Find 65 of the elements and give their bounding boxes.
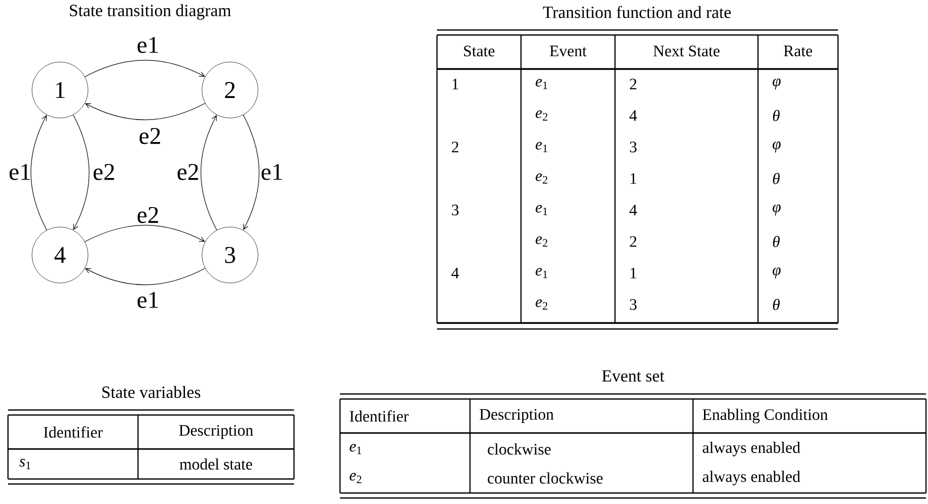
edge-label: e2 — [140, 128, 160, 144]
column-header: Rate — [784, 46, 812, 56]
table-cell: e$_{1}$ — [350, 444, 362, 454]
arrow — [200, 114, 218, 230]
column-header: Description — [179, 425, 254, 439]
arrow — [84, 60, 206, 78]
column-header: Identifier — [44, 426, 103, 438]
arrow — [72, 114, 90, 230]
table-cell: θ — [773, 172, 780, 184]
edge-label: e1 — [10, 164, 30, 180]
edge-label: e1 — [138, 292, 158, 308]
column-header: Description — [480, 409, 554, 423]
table-cell: 4 — [452, 268, 459, 278]
column-header: Next State — [653, 46, 720, 56]
table-cell: 3 — [452, 204, 459, 216]
arrow — [84, 224, 206, 242]
table-cell: e$_{1}$ — [536, 142, 548, 152]
arrow — [30, 114, 48, 230]
table-cell: 1 — [452, 78, 458, 90]
table-cell: 4 — [630, 110, 637, 121]
table-cell: φ — [772, 268, 781, 278]
table-cell: θ — [773, 298, 780, 310]
table-cell: 2 — [452, 142, 458, 152]
table-cell: always enabled — [702, 470, 800, 486]
column-header: Identifier — [350, 410, 409, 422]
table-cell: 2 — [630, 78, 636, 90]
table-cell: e$_{2}$ — [536, 110, 548, 121]
table-cell: φ — [772, 78, 781, 90]
table-cell: θ — [773, 236, 780, 248]
table-title: Transition function and rate — [542, 6, 731, 18]
table-cell: φ — [772, 204, 781, 216]
edge-label: e1 — [262, 164, 282, 180]
table-cell: 1 — [630, 268, 636, 278]
table-cell: e$_{2}$ — [536, 299, 548, 310]
table-cell: e$_{1}$ — [536, 78, 548, 90]
arrow — [242, 114, 260, 230]
edge-label: e2 — [138, 206, 158, 224]
arrow — [84, 102, 206, 120]
table-cell: clockwise — [488, 443, 551, 455]
table-title: Event set — [602, 370, 664, 382]
table-cell: model state — [180, 458, 252, 470]
table-cell: 3 — [630, 142, 637, 152]
table-cell: 1 — [630, 173, 636, 184]
table-cell: 4 — [630, 204, 637, 216]
column-header: State — [464, 46, 494, 56]
column-header: Event — [550, 46, 587, 56]
table-cell: counter clockwise — [488, 472, 603, 484]
edge-label: e2 — [94, 164, 114, 180]
table-title: State variables — [102, 386, 200, 398]
table-cell: s$_{1}$ — [19, 458, 30, 470]
arrow — [84, 268, 206, 286]
column-header: Enabling Condition — [702, 408, 828, 424]
table-cell: e$_{1}$ — [536, 268, 548, 278]
table-cell: e$_{2}$ — [536, 236, 548, 247]
table-cell: φ — [772, 142, 781, 152]
table-cell: 3 — [630, 299, 637, 310]
panel-title: State transition diagram — [70, 4, 231, 20]
table-cell: e$_{2}$ — [536, 173, 548, 184]
table-cell: 2 — [630, 236, 636, 247]
table-cell: e$_{2}$ — [350, 472, 362, 484]
table-cell: e$_{1}$ — [536, 204, 548, 216]
edge-label: e1 — [138, 36, 158, 54]
table-cell: always enabled — [702, 442, 800, 456]
table-cell: θ — [773, 110, 780, 122]
edge-label: e2 — [178, 164, 198, 180]
